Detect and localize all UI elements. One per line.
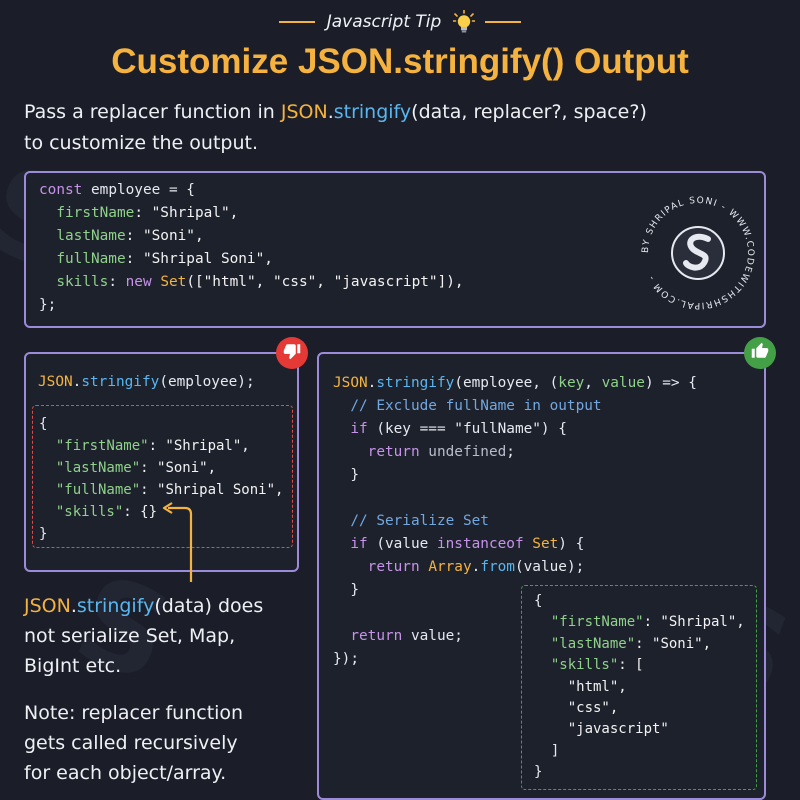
thumbs-up-badge	[744, 337, 776, 369]
default-output-panel: { "firstName": "Shripal", "lastName": "S…	[32, 405, 293, 548]
code-line: }	[333, 582, 359, 598]
header-tag: Javascript Tip	[0, 9, 800, 34]
employee-code: const employee = { firstName: "Shripal",…	[39, 179, 464, 317]
intro-args: (data, replacer?, space?)	[411, 101, 647, 123]
code-line: {	[534, 593, 543, 609]
code-line: };	[39, 297, 57, 313]
default-output-box: JSON.stringify(employee); { "firstName":…	[24, 352, 299, 572]
code-line: "lastName": "Soni",	[39, 460, 217, 476]
intro-prefix: Pass a replacer function in	[24, 101, 281, 123]
code-line: "firstName": "Shripal",	[39, 438, 250, 454]
code-line: "fullName": "Shripal Soni",	[39, 482, 284, 498]
intro-line-2: to customize the output.	[24, 132, 258, 154]
code-comment: // Serialize Set	[333, 513, 489, 529]
code-line: return Array.from(value);	[333, 559, 585, 575]
default-call-code: JSON.stringify(employee);	[38, 374, 255, 390]
code-line: "firstName": "Shripal",	[534, 614, 745, 631]
thumbs-up-icon	[751, 342, 769, 364]
code-line: "skills": [	[534, 657, 644, 674]
replacer-code-box: JSON.stringify(employee, (key, value) =>…	[317, 352, 766, 800]
code-line: "html",	[534, 678, 627, 695]
code-line: "skills": {}	[39, 504, 158, 520]
header-line-right	[485, 21, 522, 23]
page-title: Customize JSON.stringify() Output	[111, 42, 689, 81]
code-line: }	[534, 764, 543, 781]
serialize-note: JSON.stringify(data) does not serialize …	[24, 591, 304, 681]
code-line: }	[333, 467, 359, 483]
watermark-seal: BY SHRIPAL SONI - WWW.CODEWITHSHRIPAL.CO…	[638, 193, 758, 313]
code-line: firstName: "Shripal",	[39, 205, 239, 221]
employee-code-box: const employee = { firstName: "Shripal",…	[24, 171, 766, 328]
serialize-note-line-1: JSON.stringify(data) does	[24, 595, 264, 617]
replacer-output-panel: { "firstName": "Shripal", "lastName": "S…	[521, 585, 757, 790]
intro-dot: .	[327, 101, 334, 123]
code-line: fullName: "Shripal Soni",	[39, 251, 273, 267]
intro-method: stringify	[333, 101, 412, 123]
code-line-blank: ​	[333, 487, 697, 510]
recursion-note-line-2: gets called recursively	[24, 732, 238, 754]
code-line: const employee = {	[39, 182, 195, 198]
header-line-left	[278, 21, 315, 23]
code-line: return undefined;	[333, 444, 515, 460]
default-output-json: { "firstName": "Shripal", "lastName": "S…	[39, 413, 283, 545]
code-line: "javascript"	[534, 721, 669, 738]
code-line: return value;	[333, 628, 463, 644]
recursion-note: Note: replacer function gets called recu…	[24, 698, 304, 788]
recursion-note-line-3: for each object/array.	[24, 762, 227, 784]
code-line: JSON.stringify(employee, (key, value) =>…	[333, 375, 697, 391]
code-line: if (key === "fullName") {	[333, 421, 567, 437]
intro-line-1: Pass a replacer function in JSON.stringi…	[24, 97, 784, 128]
thumbs-down-badge	[276, 337, 308, 369]
serialize-note-line-2: not serialize Set, Map,	[24, 625, 236, 647]
thumbs-down-icon	[283, 342, 301, 364]
replacer-output-json: { "firstName": "Shripal", "lastName": "S…	[534, 591, 745, 784]
code-line: if (value instanceof Set) {	[333, 536, 585, 552]
intro-text: Pass a replacer function in JSON.stringi…	[24, 97, 784, 159]
code-line: "lastName": "Soni",	[534, 635, 712, 652]
code-line: ]	[534, 742, 560, 759]
replacer-code: JSON.stringify(employee, (key, value) =>…	[333, 372, 697, 671]
code-line: skills: new Set(["html", "css", "javascr…	[39, 274, 464, 290]
code-line: {	[39, 416, 48, 432]
code-comment: // Exclude fullName in output	[333, 398, 602, 414]
lightbulb-icon	[452, 9, 477, 34]
code-line: lastName: "Soni",	[39, 228, 204, 244]
recursion-note-line-1: Note: replacer function	[24, 702, 244, 724]
annotation-arrow	[162, 502, 193, 582]
code-line: }	[39, 526, 48, 542]
code-line: "css",	[534, 700, 619, 717]
code-line: });	[333, 651, 359, 667]
intro-json: JSON	[280, 101, 328, 123]
serialize-note-line-3: BigInt etc.	[24, 655, 122, 677]
header-tag-text: Javascript Tip	[326, 12, 442, 32]
